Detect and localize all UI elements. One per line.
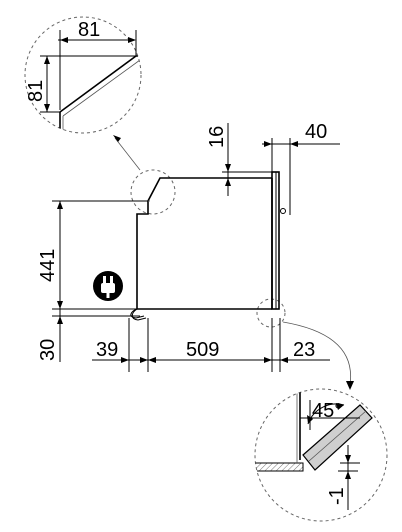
detail-top-leader	[114, 137, 141, 171]
dim-minus1-label: -1	[326, 487, 348, 505]
detail-top-height-label: 81	[25, 80, 47, 102]
detail-bottom-leader	[282, 321, 352, 386]
detail-bottom-circle	[254, 388, 388, 522]
dim-16-label: 16	[206, 126, 228, 148]
detail-top: 81 81	[24, 16, 142, 134]
dim-bottom-row: 39 509 23	[92, 318, 330, 372]
detail-top-width-label: 81	[78, 19, 100, 41]
dim-top-clearance: 16	[206, 123, 278, 196]
power-plug-icon	[93, 271, 123, 301]
dim-height: 441	[37, 200, 148, 310]
oven-side-view	[130, 169, 286, 328]
detail-top-circle	[24, 16, 142, 134]
detail-bottom: 45° -1	[254, 388, 388, 522]
detail-circle-bottom-marker	[256, 298, 286, 328]
detail-circle-top-marker	[130, 169, 176, 215]
dim-plinth: 30	[37, 309, 140, 362]
dim-23-label: 23	[293, 339, 315, 361]
dim-509-label: 509	[186, 339, 219, 361]
dim-30-label: 30	[37, 339, 59, 361]
dim-45-label: 45°	[312, 400, 342, 422]
dim-40-label: 40	[305, 121, 327, 143]
dim-39-label: 39	[96, 339, 118, 361]
dim-door: 40	[262, 121, 340, 215]
dim-441-label: 441	[37, 249, 59, 282]
